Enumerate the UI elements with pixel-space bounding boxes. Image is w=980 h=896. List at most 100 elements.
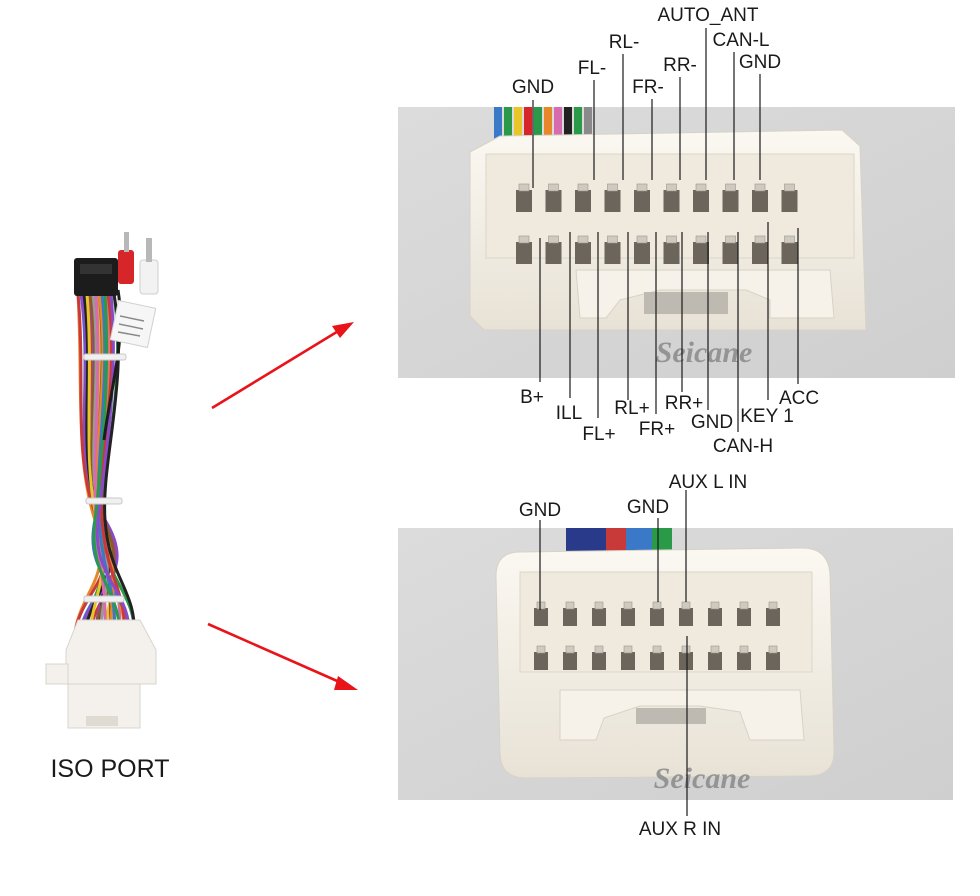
pin-cavity bbox=[634, 242, 650, 264]
pin-label-acc: ACC bbox=[779, 388, 819, 409]
pin-cavity bbox=[650, 608, 664, 626]
pin-label-fr-plus: FR+ bbox=[639, 419, 675, 440]
pin-cavity bbox=[708, 608, 722, 626]
top-connector-photo: Seicane bbox=[398, 107, 955, 378]
pin-label-rr-plus: RR+ bbox=[665, 393, 704, 414]
pin-cavity bbox=[766, 608, 780, 626]
pin-terminal bbox=[623, 601, 633, 610]
pin-terminal bbox=[636, 235, 648, 244]
pin-terminal bbox=[577, 183, 589, 192]
pin-cavity bbox=[534, 652, 548, 670]
pin-cavity bbox=[563, 652, 577, 670]
pin-terminal bbox=[710, 601, 720, 610]
pin-label-auto-ant: AUTO_ANT bbox=[657, 5, 758, 26]
harness-top-connector bbox=[74, 258, 118, 296]
pin-cavity bbox=[679, 608, 693, 626]
cable-tie bbox=[83, 353, 127, 361]
pin-terminal bbox=[784, 183, 795, 192]
pin-label-aux-l-in: AUX L IN bbox=[669, 472, 748, 493]
pin-cavity bbox=[621, 652, 635, 670]
pin-terminal bbox=[577, 235, 589, 244]
rca-plug-white bbox=[139, 238, 159, 295]
pin-terminal bbox=[565, 645, 575, 654]
pin-label-gnd-top-left: GND bbox=[512, 77, 554, 98]
pin-label-rr-minus: RR- bbox=[663, 55, 697, 76]
pin-cavity bbox=[693, 242, 709, 264]
pin-cavity bbox=[708, 652, 722, 670]
pin-cavity bbox=[679, 652, 693, 670]
pin-terminal bbox=[739, 601, 749, 610]
rca-plug-red bbox=[118, 232, 134, 284]
pin-terminal bbox=[536, 601, 546, 610]
bottom-connector-pins bbox=[534, 601, 780, 670]
pin-cavity bbox=[722, 242, 739, 264]
pin-cavity bbox=[634, 190, 650, 212]
pin-label-ill: ILL bbox=[556, 403, 582, 424]
pin-label-rl-plus: RL+ bbox=[614, 398, 649, 419]
brand-watermark: Seicane bbox=[656, 336, 753, 369]
pin-terminal bbox=[666, 235, 677, 244]
pin-cavity bbox=[722, 190, 739, 212]
cable-tie bbox=[85, 497, 123, 505]
pin-label-rl-minus: RL- bbox=[609, 32, 640, 53]
pin-terminal bbox=[695, 183, 707, 192]
pin-cavity bbox=[752, 190, 768, 212]
pin-label-fl-plus: FL+ bbox=[582, 424, 615, 445]
pin-cavity bbox=[663, 242, 680, 264]
top-connector-labels: AUTO_ANT RL- CAN-L FL- RR- GND GND FR- B… bbox=[512, 5, 819, 457]
pin-terminal bbox=[652, 601, 662, 610]
pin-terminal bbox=[754, 235, 766, 244]
pin-terminal bbox=[548, 183, 559, 192]
pin-cavity bbox=[575, 242, 591, 264]
arrow-to-bottom-connector bbox=[207, 622, 358, 690]
pin-terminal bbox=[652, 645, 662, 654]
pin-cavity bbox=[766, 652, 780, 670]
pin-terminal bbox=[607, 235, 618, 244]
pin-cavity bbox=[545, 190, 562, 212]
pin-cavity bbox=[604, 242, 621, 264]
pin-cavity bbox=[752, 242, 768, 264]
pin-cavity bbox=[516, 242, 532, 264]
pin-label-can-l: CAN-L bbox=[712, 30, 769, 51]
pin-terminal bbox=[594, 601, 604, 610]
pin-cavity bbox=[592, 652, 606, 670]
pin-terminal bbox=[710, 645, 720, 654]
pin-terminal bbox=[565, 601, 575, 610]
pin-cavity bbox=[737, 608, 751, 626]
pin-label-can-h: CAN-H bbox=[713, 436, 773, 457]
pin-terminal bbox=[681, 601, 691, 610]
pin-cavity bbox=[663, 190, 680, 212]
pin-terminal bbox=[739, 645, 749, 654]
pin-cavity bbox=[516, 190, 532, 212]
pin-terminal bbox=[681, 645, 691, 654]
pin-cavity bbox=[563, 608, 577, 626]
harness-bottom-connector bbox=[45, 619, 157, 729]
bottom-connector-labels: AUX L IN GND GND AUX R IN bbox=[519, 472, 747, 840]
pin-label-b-plus: B+ bbox=[520, 387, 544, 408]
pin-label-gnd-right: GND bbox=[627, 497, 669, 518]
cable-tie bbox=[83, 595, 125, 603]
pin-cavity bbox=[781, 242, 798, 264]
pin-terminal bbox=[518, 183, 530, 192]
pin-label-key-1: KEY 1 bbox=[740, 406, 794, 427]
pin-terminal bbox=[636, 183, 648, 192]
brand-watermark: Seicane bbox=[654, 762, 751, 795]
pin-terminal bbox=[725, 183, 736, 192]
pin-cavity bbox=[534, 608, 548, 626]
pin-label-gnd-bottom: GND bbox=[691, 412, 733, 433]
pin-terminal bbox=[695, 235, 707, 244]
pin-terminal bbox=[768, 601, 778, 610]
pin-cavity bbox=[592, 608, 606, 626]
pin-terminal bbox=[607, 183, 618, 192]
pin-cavity bbox=[575, 190, 591, 212]
pin-terminal bbox=[754, 183, 766, 192]
pin-label-gnd-left: GND bbox=[519, 500, 561, 521]
aux-tag bbox=[109, 299, 157, 349]
pin-terminal bbox=[536, 645, 546, 654]
pin-label-aux-r-in: AUX R IN bbox=[639, 819, 721, 840]
arrow-to-top-connector bbox=[211, 322, 354, 410]
pin-cavity bbox=[650, 652, 664, 670]
pin-terminal bbox=[666, 183, 677, 192]
bottom-connector-photo: Seicane bbox=[398, 528, 953, 800]
